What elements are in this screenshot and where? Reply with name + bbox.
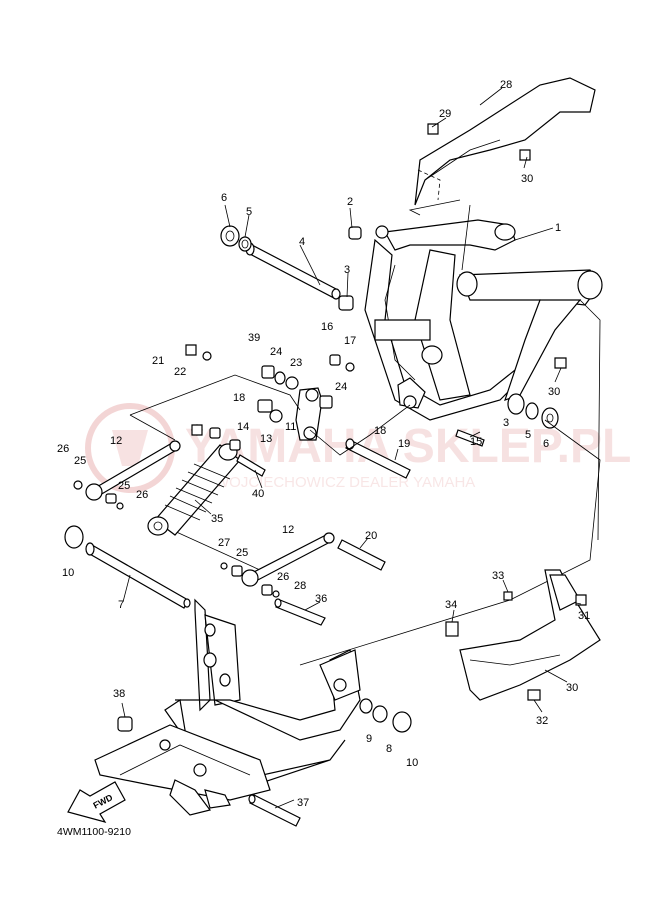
label-26b: 26 (136, 489, 148, 501)
label-27: 28 (500, 79, 512, 91)
side-cover (445, 569, 601, 701)
label-10: 10 (62, 567, 74, 579)
label-5b: 5 (525, 429, 531, 441)
label-34: 36 (315, 593, 327, 605)
label-23: 23 (290, 357, 302, 369)
label-14: 14 (237, 421, 249, 433)
label-16: 16 (321, 321, 333, 333)
label-24: 24 (270, 346, 282, 358)
watermark-subtitle: WOJCIECHOWICZ DEALER YAMAHA (215, 474, 475, 491)
label-6b: 6 (543, 438, 549, 450)
callout-leaders (121, 87, 582, 809)
label-18: 18 (233, 392, 245, 404)
label-8: 8 (386, 743, 392, 755)
label-10b: 10 (406, 757, 418, 769)
label-3: 3 (344, 264, 350, 276)
pivot-bushings (220, 225, 559, 429)
label-24b: 24 (335, 381, 347, 393)
label-1: 1 (555, 222, 561, 234)
label-4: 4 (299, 236, 305, 248)
label-35: 37 (297, 797, 309, 809)
label-12: 12 (110, 435, 122, 447)
label-26c: 27 (218, 537, 230, 549)
label-30: 30 (548, 386, 560, 398)
relay-arm (257, 354, 485, 479)
label-7: 7 (118, 599, 124, 611)
label-13: 13 (260, 433, 272, 445)
label-6: 6 (221, 192, 227, 204)
label-33: 35 (211, 513, 223, 525)
label-19: 19 (398, 438, 410, 450)
diagram-code: 4WM1100-9210 (57, 826, 131, 838)
main-frame (94, 598, 361, 816)
label-37: 39 (248, 332, 260, 344)
label-28b: 30 (521, 173, 533, 185)
label-28: 29 (439, 108, 451, 120)
assembly-outline-lines (129, 199, 601, 666)
fasteners (185, 123, 587, 701)
connecting-rods (73, 440, 386, 598)
label-3b: 3 (503, 417, 509, 429)
label-30c: 32 (536, 715, 548, 727)
label-15: 15 (470, 436, 482, 448)
label-25: 25 (74, 455, 86, 467)
label-9: 9 (366, 733, 372, 745)
label-2: 2 (347, 196, 353, 208)
label-30b: 31 (578, 610, 590, 622)
swing-arm (364, 219, 603, 421)
label-25c: 25 (236, 547, 248, 559)
label-26d: 28 (294, 580, 306, 592)
label-38: 40 (252, 488, 264, 500)
label-22: 22 (174, 366, 186, 378)
label-18b: 18 (374, 425, 386, 437)
label-25b: 25 (118, 480, 130, 492)
label-25d: 26 (277, 571, 289, 583)
label-31: 33 (492, 570, 504, 582)
label-26: 26 (57, 443, 69, 455)
label-21: 21 (152, 355, 164, 367)
label-36: 38 (113, 688, 125, 700)
label-32: 34 (445, 599, 457, 611)
label-11: 11 (285, 421, 296, 433)
label-12b: 12 (282, 524, 294, 536)
axle-end-hardware (248, 698, 412, 827)
label-20: 20 (365, 530, 377, 542)
label-29: 30 (566, 682, 578, 694)
fwd-arrow: FWD (67, 781, 126, 823)
rear-axle (64, 525, 326, 626)
pivot-shaft (245, 242, 341, 300)
chain-guard (414, 77, 596, 206)
callout-labels: 1 2 3 3 4 5 5 6 6 7 8 9 10 10 11 12 12 1… (57, 79, 590, 809)
label-17: 17 (344, 335, 356, 347)
label-5: 5 (246, 206, 252, 218)
